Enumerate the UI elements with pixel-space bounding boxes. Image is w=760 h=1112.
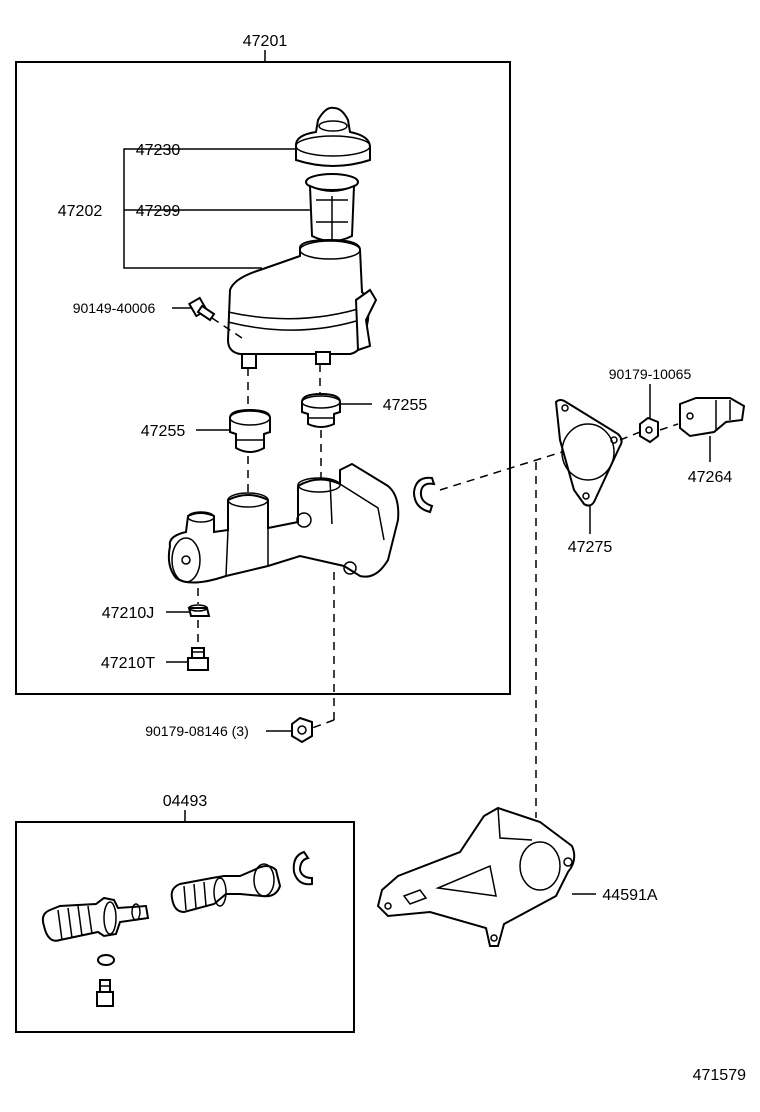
reservoir-screw [187, 296, 216, 322]
gasket-47210j [187, 604, 211, 617]
label-04493: 04493 [163, 793, 208, 810]
dash-nut-to-bracket [659, 423, 679, 431]
dash-ring-to-gasket [439, 451, 563, 491]
label-47210j: 47210J [102, 605, 155, 622]
label-47210t: 47210T [101, 655, 155, 672]
mount-nut [291, 716, 313, 744]
bracket-47264 [679, 397, 746, 438]
label-44591a: 44591A [602, 887, 657, 904]
diagram-code: 471579 [693, 1067, 746, 1084]
reservoir-gasket-plate [554, 399, 623, 507]
snap-ring [292, 850, 313, 886]
label-47202: 47202 [58, 203, 103, 220]
label-47201: 47201 [243, 33, 288, 50]
piston-assembly-primary [41, 896, 150, 942]
upper-nut [639, 416, 659, 444]
label-90179-10065: 90179-10065 [609, 366, 692, 382]
reservoir-strainer [305, 173, 359, 242]
label-47299: 47299 [136, 203, 181, 220]
label-47230: 47230 [136, 142, 181, 159]
master-cylinder-body [167, 462, 400, 584]
grommet-left [229, 408, 271, 453]
kit-gasket [97, 954, 115, 966]
label-47255-right: 47255 [383, 397, 428, 414]
leader-47202-bracket [123, 148, 262, 269]
label-47264: 47264 [688, 469, 733, 486]
dash-screw [211, 317, 243, 339]
label-47255-left: 47255 [141, 423, 186, 440]
label-90149-40006: 90149-40006 [73, 300, 156, 316]
piston-assembly-secondary [170, 863, 282, 914]
retaining-ring [412, 476, 436, 514]
label-47275: 47275 [568, 539, 613, 556]
dash-plate-to-nut [619, 431, 641, 441]
grommet-right [301, 392, 341, 428]
label-90179-08146: 90179-08146 (3) [145, 723, 249, 739]
plug-47210t [187, 647, 209, 671]
reservoir-cap [295, 106, 371, 167]
reservoir-body [226, 238, 378, 369]
dash-mount-nut [311, 719, 335, 729]
kit-bleeder-plug [96, 979, 114, 1007]
master-cylinder-assembly-frame [15, 61, 511, 695]
mount-bracket-44591a [376, 806, 576, 947]
